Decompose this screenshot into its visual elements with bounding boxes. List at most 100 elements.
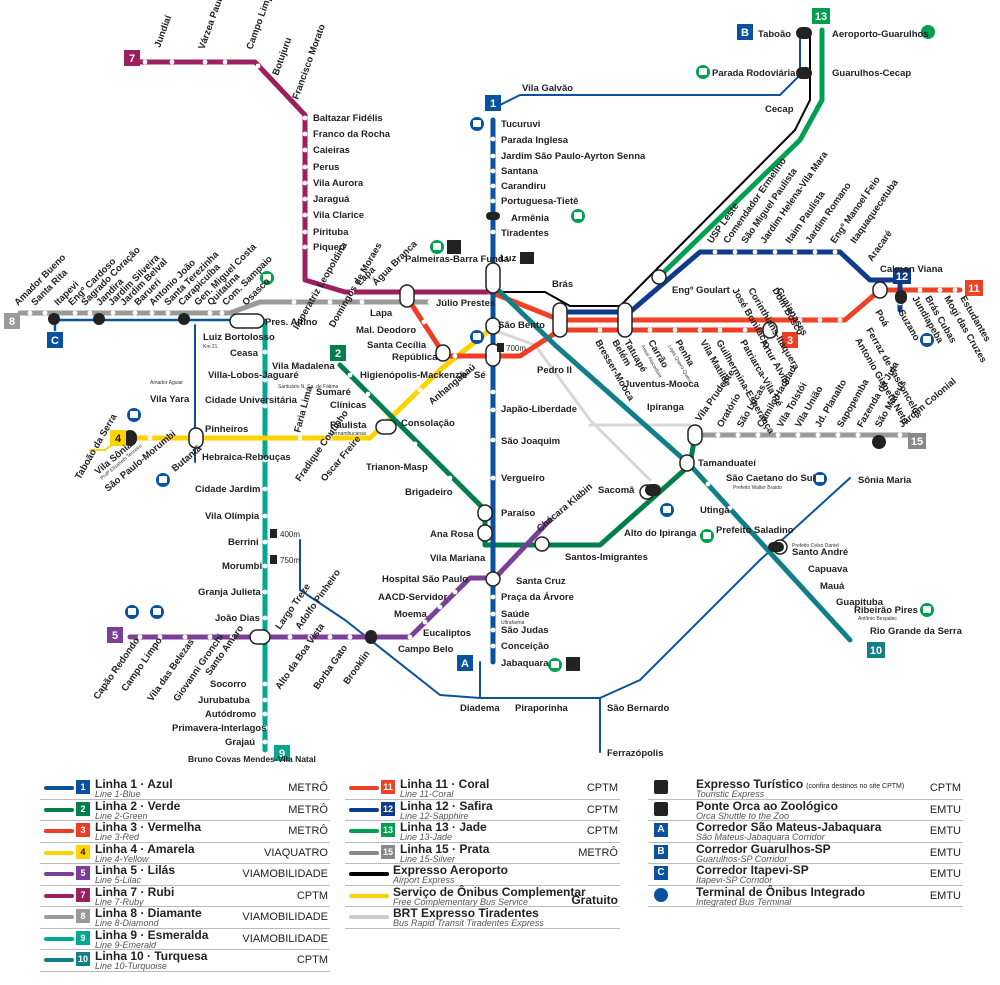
station-aracare[interactable]: Aracaré	[865, 228, 894, 263]
station-praca-da-arvore[interactable]: Praça da Árvore	[501, 592, 574, 603]
station-perus[interactable]: Perus	[313, 162, 339, 173]
station-diadema[interactable]: Diadema	[460, 703, 500, 714]
station-sumare[interactable]: Sumaré	[316, 387, 351, 398]
station-villa-lobos[interactable]: Villa-Lobos-Jaguaré	[208, 370, 299, 381]
station-utinga[interactable]: Utinga	[700, 505, 730, 516]
interchange-bras[interactable]	[552, 302, 568, 338]
station-baltazar-fidelis[interactable]: Baltazar Fidélis	[313, 113, 383, 124]
station-brigadeiro[interactable]: Brigadeiro	[405, 487, 453, 498]
station-primavera-interlagos[interactable]: Primavera-Interlagos	[172, 723, 267, 734]
interchange-tatuape[interactable]	[617, 302, 633, 338]
station-moema[interactable]: Moema	[394, 609, 427, 620]
station-morumbi[interactable]: Morumbi	[222, 561, 262, 572]
station-parada-inglesa[interactable]: Parada Inglesa	[501, 135, 569, 146]
station-piqueri[interactable]: Piqueri	[313, 242, 345, 253]
station-tiradentes[interactable]: Tiradentes	[501, 228, 549, 239]
station-se[interactable]: Sé	[474, 370, 486, 381]
station-jundiai[interactable]: Jundiaí	[152, 14, 174, 49]
station-santa-cruz[interactable]: Santa Cruz	[516, 576, 566, 587]
station-vila-olimpia[interactable]: Vila Olímpia	[205, 511, 260, 522]
station-vila-yara[interactable]: Vila Yara	[150, 394, 190, 405]
interchange-republica[interactable]	[435, 344, 451, 362]
interchange-vila-prudente[interactable]	[687, 424, 703, 446]
station-rio-grande-da-serra[interactable]: Rio Grande da Serra	[870, 626, 963, 637]
station-borba-gato[interactable]: Borba Gato	[311, 643, 350, 692]
station-franco-da-rocha[interactable]: Franco da Rocha	[313, 129, 391, 140]
station-pedro-ii[interactable]: Pedro II	[537, 365, 572, 376]
station-conceicao[interactable]: Conceição	[501, 641, 549, 652]
station-sao-bento[interactable]: São Bento	[498, 320, 545, 331]
station-faria-lima[interactable]: Faria Lima	[292, 384, 315, 433]
station-sao-bernardo[interactable]: São Bernardo	[607, 703, 669, 714]
station-tamanduatei[interactable]: Tamanduateí	[698, 458, 756, 469]
station-autodromo[interactable]: Autódromo	[205, 709, 256, 720]
interchange-corinthians[interactable]	[762, 321, 778, 339]
station-japao-liberdade[interactable]: Japão-Liberdade	[501, 404, 577, 415]
station-aacd-servidor[interactable]: AACD-Servidor	[378, 592, 447, 603]
station-pirituba[interactable]: Pirituba	[313, 227, 349, 238]
station-botujuru[interactable]: Botujuru	[270, 36, 294, 77]
station-paraiso[interactable]: Paraíso	[501, 508, 536, 519]
interchange-pinheiros[interactable]	[188, 427, 204, 449]
station-campo-belo[interactable]: Campo Belo	[398, 644, 454, 655]
station-eng-goulart[interactable]: Engº Goulart	[672, 285, 731, 296]
station-prefeito-saladino[interactable]: Prefeito Saladino	[716, 525, 794, 536]
interchange-barra-funda[interactable]	[399, 284, 415, 308]
station-cidade-jardim[interactable]: Cidade Jardim	[195, 484, 260, 495]
station-capuava[interactable]: Capuava	[808, 564, 848, 575]
station-bras[interactable]: Brás	[552, 279, 573, 290]
station-sao-joaquim[interactable]: São Joaquim	[501, 436, 560, 447]
station-higienopolis[interactable]: Higienópolis-Mackenzie	[360, 370, 468, 381]
station-santos-imigrantes[interactable]: Santos-Imigrantes	[565, 552, 648, 563]
station-socorro[interactable]: Socorro	[210, 679, 247, 690]
station-clinicas[interactable]: Clínicas	[330, 400, 366, 411]
station-tucuruvi[interactable]: Tucuruvi	[501, 119, 540, 130]
station-ferrazopolis[interactable]: Ferrazópolis	[607, 748, 664, 759]
station-sao-caetano[interactable]: São Caetano do Sul	[726, 473, 815, 484]
station-varzea-paulista[interactable]: Várzea Paulista	[196, 0, 230, 51]
station-mal-deodoro[interactable]: Mal. Deodoro	[356, 325, 416, 336]
station-consolacao[interactable]: Consolação	[401, 418, 455, 429]
interchange-consolacao[interactable]	[375, 419, 397, 435]
station-chacara-klabin[interactable]: Chácara Klabin	[535, 481, 595, 534]
interchange-chacara-klabin[interactable]	[534, 536, 550, 552]
station-santa-cecilia[interactable]: Santa Cecília	[367, 340, 427, 351]
station-vila-madalena[interactable]: Vila Madalena	[272, 361, 335, 372]
station-maua[interactable]: Mauá	[820, 581, 845, 592]
station-ipiranga[interactable]: Ipiranga	[647, 402, 685, 413]
station-sao-judas[interactable]: São Judas	[501, 625, 549, 636]
station-cidade-universitaria[interactable]: Cidade Universitária	[205, 395, 298, 406]
station-granja-julieta[interactable]: Granja Julieta	[198, 587, 262, 598]
station-trianon-masp[interactable]: Trianon-Masp	[366, 462, 428, 473]
station-portuguesa-tiete[interactable]: Portuguesa-Tietê	[501, 196, 578, 207]
station-guapituba[interactable]: Guapituba	[836, 597, 884, 608]
station-luiz-bortolosso[interactable]: Luiz Bortolosso	[203, 332, 275, 343]
station-guarulhos-cecap[interactable]: Guarulhos-Cecap	[832, 68, 911, 79]
station-saude[interactable]: Saúde	[501, 609, 530, 620]
station-armenia[interactable]: Armênia	[511, 213, 550, 224]
station-julio-prestes[interactable]: Júlio Prestes	[436, 298, 495, 309]
station-republica[interactable]: República	[392, 352, 438, 363]
station-calmon-viana[interactable]: Calmon Viana	[880, 264, 943, 275]
interchange-tamanduatei[interactable]	[679, 454, 695, 472]
station-jurubatuba[interactable]: Jurubatuba	[198, 695, 250, 706]
interchange-sao-bento[interactable]	[485, 317, 501, 335]
station-ceasa[interactable]: Ceasa	[230, 348, 259, 359]
interchange-ana-rosa[interactable]	[477, 524, 493, 542]
station-luz[interactable]: Luz	[500, 253, 517, 264]
station-juventus-mooca[interactable]: Juventus-Mooca	[624, 379, 700, 390]
station-vila-mariana[interactable]: Vila Mariana	[430, 553, 486, 564]
interchange-pres-altino[interactable]	[229, 313, 265, 329]
station-jardim-sao-paulo[interactable]: Jardim São Paulo-Ayrton Senna	[501, 151, 646, 162]
station-jaragua[interactable]: Jaraguá	[313, 194, 350, 205]
station-sonia-maria[interactable]: Sônia Maria	[858, 475, 912, 486]
station-pinheiros[interactable]: Pinheiros	[205, 424, 248, 435]
station-joao-dias[interactable]: João Dias	[215, 613, 260, 624]
station-parada-rodoviaria[interactable]: Parada Rodoviária	[712, 68, 796, 79]
station-taboao[interactable]: Taboão	[758, 29, 791, 40]
station-mendes-vila-natal[interactable]: Bruno Covas Mendes-Vila Natal	[188, 754, 316, 764]
station-sacoma[interactable]: Sacomã	[598, 485, 635, 496]
station-paulista[interactable]: Paulista	[330, 420, 367, 431]
station-berrini[interactable]: Berrini	[228, 537, 259, 548]
station-cecap[interactable]: Cecap	[765, 104, 794, 115]
